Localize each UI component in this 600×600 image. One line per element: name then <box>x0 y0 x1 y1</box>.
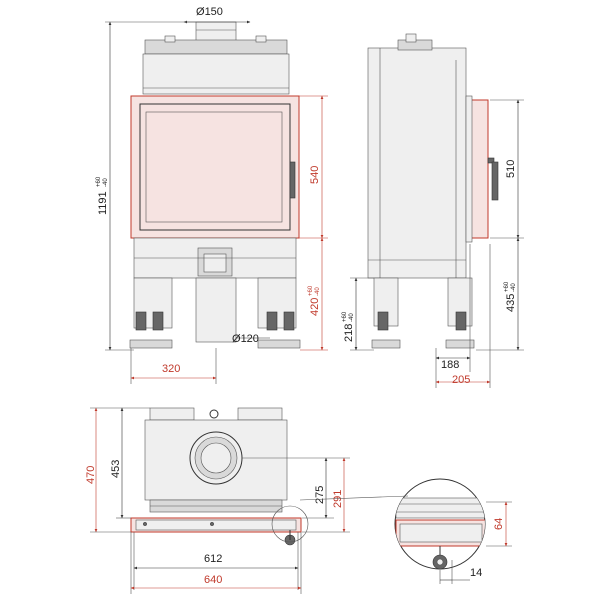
dim-plan-width-outer: 640 <box>204 574 222 586</box>
detail-callout-circle <box>271 505 309 543</box>
dim-detail-width: 14 <box>470 567 482 579</box>
front-door-frame <box>130 95 300 239</box>
svg-text:64: 64 <box>493 518 505 530</box>
svg-text:470: 470 <box>85 466 97 484</box>
svg-text:-40: -40 <box>103 178 109 187</box>
svg-text:510: 510 <box>505 160 517 178</box>
dim-bottom-flue: Ø120 <box>232 333 259 345</box>
dim-plan-center-inner: 275 <box>314 486 326 504</box>
svg-text:420: 420 <box>309 298 321 316</box>
svg-text:1191: 1191 <box>97 191 109 215</box>
dim-side-depth-outer: 205 <box>452 374 470 386</box>
side-door-handle <box>491 161 499 201</box>
dim-side-door: 510 <box>505 160 517 178</box>
side-body <box>367 47 467 279</box>
dim-side-depth-inner: 188 <box>441 359 459 371</box>
dim-plan-depth-inner: 453 <box>110 460 122 478</box>
dim-half-width: 320 <box>162 363 180 375</box>
svg-text:275: 275 <box>314 486 326 504</box>
svg-text:+60: +60 <box>504 281 510 292</box>
dim-plan-depth-outer: 470 <box>85 466 97 484</box>
bottom-air-inlet <box>197 247 233 277</box>
svg-text:-40: -40 <box>315 287 321 296</box>
dim-top-flue: Ø150 <box>196 6 223 18</box>
svg-text:218: 218 <box>343 324 355 342</box>
detail-view: 64 14 <box>299 478 512 584</box>
dim-lower-height: 420 +60 -40 <box>308 285 321 316</box>
bottom-flue-collar <box>195 277 237 343</box>
svg-text:540: 540 <box>309 166 321 184</box>
door-handle <box>289 161 296 199</box>
svg-text:+60: +60 <box>96 176 102 187</box>
dim-side-lower: 435 +60 -40 <box>504 281 517 312</box>
dim-detail-height: 64 <box>493 518 505 530</box>
dim-door-height: 540 <box>309 166 321 184</box>
dim-plan-width-inner: 612 <box>204 553 222 565</box>
svg-text:453: 453 <box>110 460 122 478</box>
side-view: 510 435 +60 -40 218 +60 -40 188 205 <box>342 33 524 388</box>
svg-text:+60: +60 <box>342 311 348 322</box>
svg-text:435: 435 <box>505 294 517 312</box>
dim-total-height: 1191 +60 -40 <box>96 176 109 215</box>
plan-view: 470 453 275 291 612 640 <box>85 407 350 594</box>
front-upper-body <box>142 53 290 95</box>
front-view: Ø150 1191 +60 -40 540 420 +60 -40 Ø120 <box>96 6 328 384</box>
svg-text:-40: -40 <box>511 283 517 292</box>
svg-text:+60: +60 <box>308 285 314 296</box>
dim-leg-height: 218 +60 -40 <box>342 311 355 342</box>
svg-text:-40: -40 <box>349 313 355 322</box>
side-door-profile <box>469 99 489 239</box>
